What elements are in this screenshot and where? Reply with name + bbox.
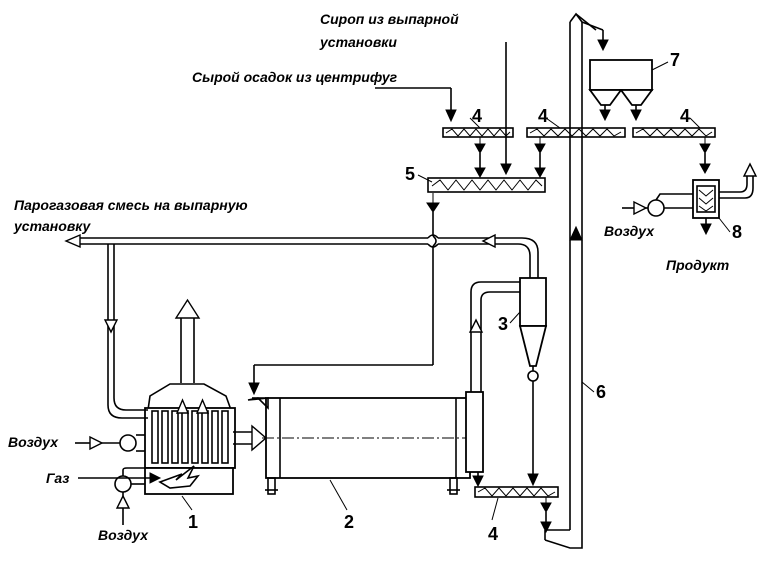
screw-conveyor xyxy=(526,127,626,179)
gas-label: Газ xyxy=(46,470,69,486)
leader-lines xyxy=(181,61,731,521)
vapor-label-line2: установку xyxy=(13,218,92,234)
product-label: Продукт xyxy=(666,257,729,273)
elevator-to-bunker xyxy=(597,30,609,52)
fan-icon xyxy=(647,199,665,217)
number-6: 6 xyxy=(596,382,606,402)
number-4-top-mid: 4 xyxy=(538,106,548,126)
cooler xyxy=(647,162,758,236)
flame-icon xyxy=(158,465,200,489)
syrup-feed-arrow xyxy=(500,42,512,176)
screw-conveyor xyxy=(632,127,716,175)
bucket-elevator xyxy=(544,12,604,549)
air-inlet-arrow-bottom xyxy=(115,492,131,525)
number-3: 3 xyxy=(498,314,508,334)
vapor-label-line1: Парогазовая смесь на выпарную xyxy=(14,197,248,213)
dryer-to-cyclone-pipe xyxy=(468,281,520,392)
sediment-feed-arrow xyxy=(375,87,457,123)
air-label-bottom: Воздух xyxy=(98,527,149,543)
mixing-screw-conveyor xyxy=(427,177,546,193)
number-7: 7 xyxy=(670,50,680,70)
number-4-top-right: 4 xyxy=(680,106,690,126)
number-4-top-left: 4 xyxy=(472,106,482,126)
cyclone xyxy=(518,270,548,487)
drum-dryer xyxy=(247,391,484,495)
fan-icon xyxy=(114,467,145,493)
gas-inlet-arrow xyxy=(78,472,162,484)
syrup-label-line2: установки xyxy=(319,34,397,50)
hot-gas-arrow xyxy=(233,424,268,452)
air-label-right: Воздух xyxy=(604,223,655,239)
number-2: 2 xyxy=(344,512,354,532)
screw-conveyor xyxy=(442,127,514,179)
number-4-bottom: 4 xyxy=(488,524,498,544)
storage-bunker xyxy=(588,59,654,122)
number-5: 5 xyxy=(405,164,415,184)
furnace xyxy=(114,298,236,495)
syrup-label-line1: Сироп из выпарной xyxy=(320,11,459,27)
air-inlet-arrow-right xyxy=(622,200,648,216)
screw-conveyor xyxy=(474,486,559,534)
fan-icon xyxy=(119,434,145,452)
number-8: 8 xyxy=(732,222,742,242)
heat-exchanger-tubes xyxy=(151,398,229,464)
cyclone-exhaust-pipe xyxy=(455,233,539,270)
air-inlet-arrow-left xyxy=(75,435,120,451)
vapor-gas-line xyxy=(64,233,455,419)
feed-line xyxy=(248,193,440,396)
number-1: 1 xyxy=(188,512,198,532)
raw-sediment-label: Сырой осадок из центрифуг xyxy=(192,69,398,85)
air-label-left: Воздух xyxy=(8,434,59,450)
